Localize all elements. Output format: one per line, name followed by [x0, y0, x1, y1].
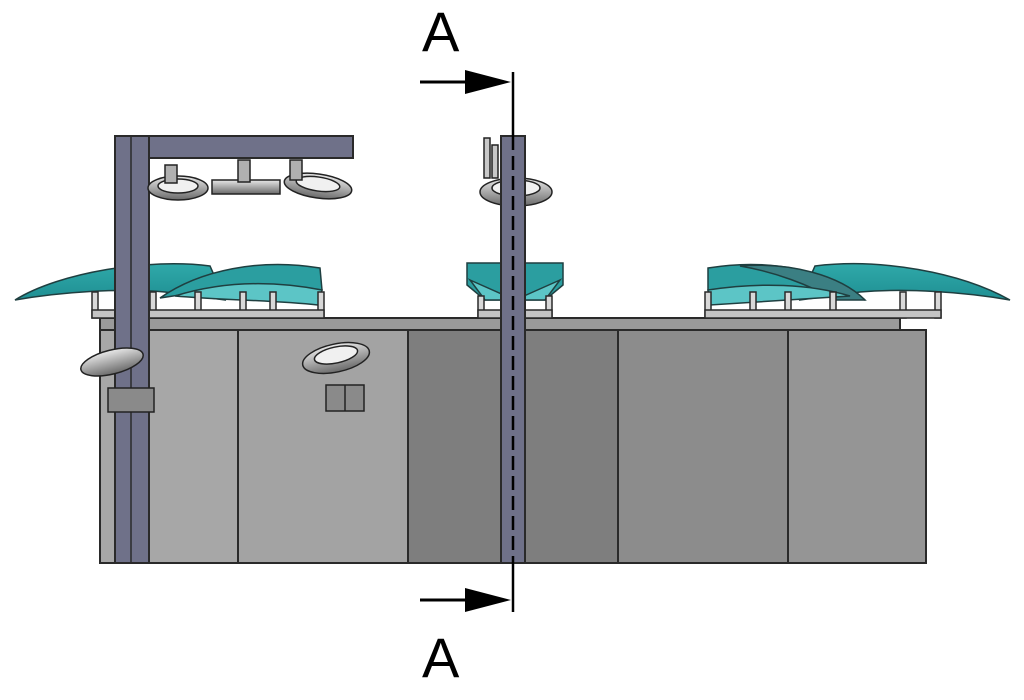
handwheel-icon: [211, 159, 281, 195]
handwheel-icon: [80, 347, 155, 413]
handwheel-icon: [147, 164, 209, 201]
cabinet-panel-4: [617, 329, 789, 564]
right-wing-brackets: [704, 291, 942, 319]
section-label-bottom: A: [422, 626, 460, 689]
handwheel-icon: [283, 159, 353, 200]
left-wing-shade: [174, 283, 323, 306]
gantry-beam: [114, 135, 354, 159]
cabinet-panel-5: [787, 329, 927, 564]
section-label-top: A: [422, 0, 460, 63]
right-wing-shade: [707, 284, 851, 306]
arrow-right-icon: [420, 588, 511, 612]
left-wing-brackets: [91, 291, 325, 319]
handwheel-icon: [301, 341, 371, 412]
arrow-right-icon: [420, 70, 511, 94]
